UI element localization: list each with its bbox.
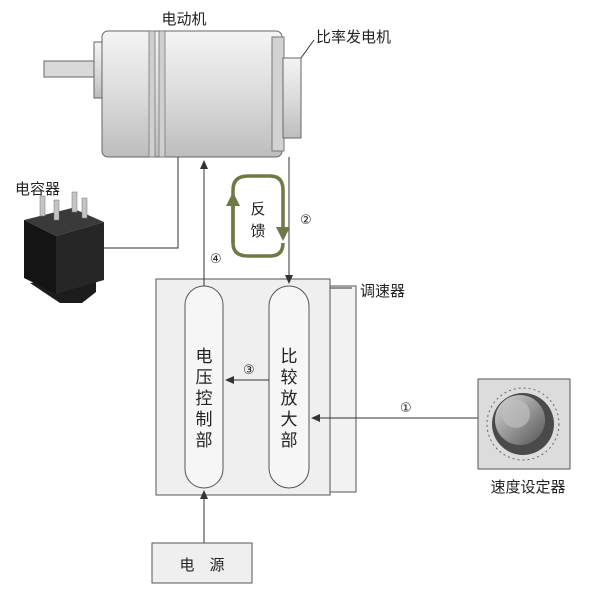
comparator-amp-char-4: 大 [281, 410, 298, 430]
marker-3: ③ [243, 363, 255, 378]
capacitor-label: 电容器 [15, 180, 60, 198]
comparator-amp-char-2: 较 [281, 368, 298, 388]
comparator-amp-char-1: 比 [281, 347, 298, 367]
tachogenerator-image [282, 57, 302, 139]
motor-image [43, 30, 285, 158]
speed-setter-label: 速度设定器 [490, 478, 565, 496]
comparator-amp-char-3: 放 [281, 389, 298, 409]
voltage-control-char-4: 制 [196, 410, 213, 430]
voltage-control-char-5: 部 [196, 431, 213, 451]
controller-label: 调速器 [360, 282, 405, 300]
speed-setter-image [477, 378, 571, 470]
comparator-amp-char-5: 部 [281, 431, 298, 451]
feedback-label-1: 反 [250, 200, 265, 218]
tachogenerator-label: 比率发电机 [316, 28, 391, 46]
marker-2: ② [300, 213, 312, 228]
capacitor-wire [104, 157, 179, 249]
power-label: 电 源 [179, 556, 224, 574]
voltage-control-char-3: 控 [196, 389, 213, 409]
power-box [151, 542, 253, 584]
tachogenerator-leader-line [300, 39, 315, 59]
marker-4: ④ [210, 252, 222, 267]
marker-1: ① [400, 401, 412, 416]
voltage-control-char-1: 电 [196, 347, 213, 367]
capacitor-image [24, 191, 104, 303]
motor-label: 电动机 [161, 10, 206, 28]
feedback-loop [226, 174, 290, 258]
voltage-control-char-2: 压 [196, 368, 213, 388]
feedback-label-2: 馈 [250, 222, 265, 240]
comparator-amp-unit [268, 285, 310, 489]
